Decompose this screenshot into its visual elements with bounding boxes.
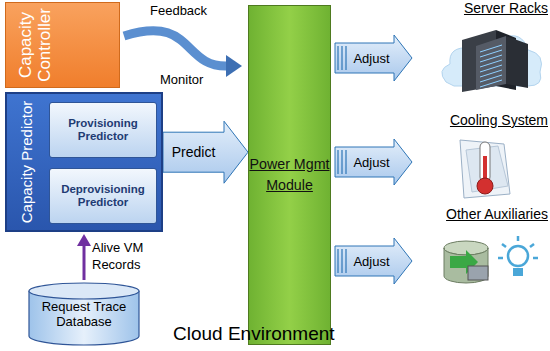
node-text: Cooling System xyxy=(406,112,548,128)
node-box: Cooling System xyxy=(406,112,548,204)
node-box: Capacity Controller xyxy=(5,2,120,88)
node-box: Request Trace Database xyxy=(28,282,140,346)
cool-illustration xyxy=(446,136,526,200)
node-text: Request Trace Database xyxy=(28,300,140,330)
aux-illustration xyxy=(436,232,546,294)
connector xyxy=(163,121,248,183)
edge-label: Adjust xyxy=(353,51,389,66)
aux-icon xyxy=(436,232,546,298)
connector xyxy=(335,35,412,81)
rack-icon xyxy=(436,20,546,102)
node-box: Other Auxiliaries xyxy=(406,206,548,301)
node-box: Capacity Predictor Provisioning Predictor… xyxy=(5,92,163,232)
node-text: Server Racks xyxy=(406,0,548,16)
node-text: Provisioning Predictor xyxy=(50,117,156,143)
node-text: Capacity Controller xyxy=(17,6,54,84)
edge-label: Alive VM Records xyxy=(92,240,154,274)
node-text: Power Mgmt Module xyxy=(249,154,330,197)
node-text: Deprovisioning Predictor xyxy=(50,183,156,209)
cool-icon xyxy=(446,136,526,204)
node-box: Server Racks xyxy=(406,0,548,100)
text-strip: Capacity Predictor xyxy=(7,94,47,230)
text-strip: Capacity Controller xyxy=(6,3,66,87)
free-label: Cloud Environment xyxy=(173,323,335,345)
node-box: Provisioning Predictor xyxy=(49,102,157,158)
node-text: Capacity Predictor xyxy=(19,96,36,228)
node-box: Deprovisioning Predictor xyxy=(49,168,157,224)
free-label: Feedback xyxy=(150,3,207,18)
node-text: Other Auxiliaries xyxy=(406,206,548,222)
node-box: Power Mgmt Module xyxy=(248,5,331,345)
edge-label: Predict xyxy=(172,144,216,160)
connector xyxy=(77,234,91,280)
rack-illustration xyxy=(436,20,546,98)
connector xyxy=(335,238,412,284)
connector xyxy=(124,31,242,77)
connector xyxy=(335,139,412,185)
free-label: Monitor xyxy=(160,72,203,87)
edge-label: Adjust xyxy=(353,155,389,170)
edge-label: Adjust xyxy=(353,254,389,269)
